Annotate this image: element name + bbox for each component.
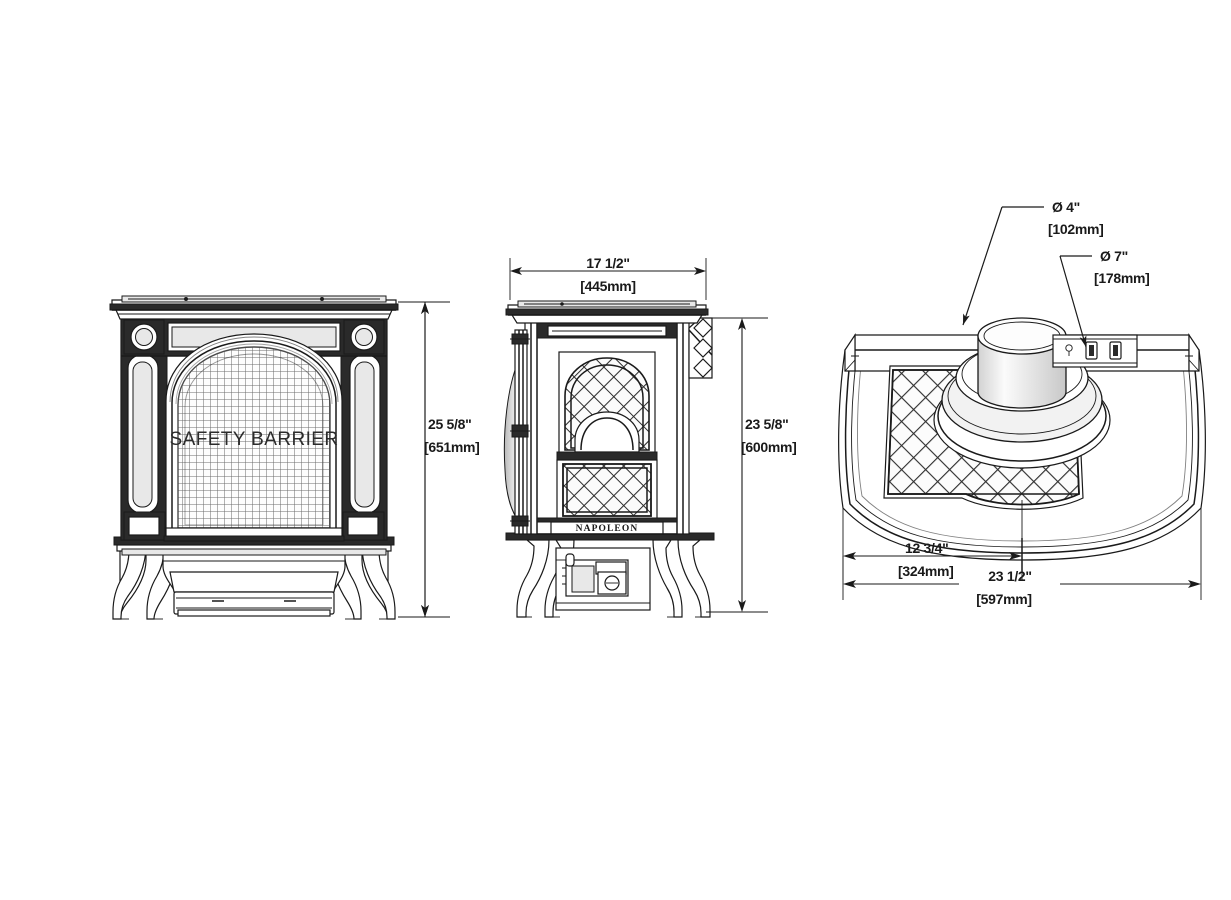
safety-barrier-mesh (177, 346, 331, 529)
top-depth-metric: [324mm] (898, 563, 953, 579)
side-width-dimension: 17 1/2" [445mm] (509, 255, 707, 300)
safety-barrier-text: SAFETY BARRIER (170, 429, 339, 450)
top-flue-collar (933, 317, 1111, 469)
front-elevation-view: SAFETY BARRIER 25 5/8" [651mm] (109, 295, 480, 620)
top-control-panel (1052, 334, 1138, 368)
side-upper-grille (558, 351, 656, 455)
top-depth-imperial: 12 3/4" (905, 540, 948, 556)
front-height-metric: [651mm] (424, 439, 479, 455)
side-lower-grille (556, 459, 658, 521)
inner-flue-leader: Ø 4" [102mm] (962, 199, 1104, 326)
inner-flue-imperial: Ø 4" (1052, 199, 1080, 215)
flue-inner-pipe-4in (977, 335, 1067, 409)
inner-flue-metric: [102mm] (1048, 221, 1103, 237)
front-safety-barrier-panel: SAFETY BARRIER (163, 333, 345, 542)
side-body: NAPOLEON (503, 321, 690, 535)
outer-flue-imperial: Ø 7" (1100, 248, 1128, 264)
front-legs (112, 545, 396, 620)
outer-flue-leader: Ø 7" [178mm] (1059, 248, 1150, 348)
side-open-door (688, 317, 713, 379)
top-plan-view: Ø 4" [102mm] Ø 7" [178mm] 12 3/4" [324mm… (838, 199, 1206, 607)
top-depth-dimension: 12 3/4" [324mm] (842, 500, 1023, 580)
side-burner-assembly (555, 547, 651, 611)
side-top-cap (505, 300, 709, 324)
front-pedestal (162, 552, 346, 617)
front-height-dimension: 25 5/8" [651mm] (398, 301, 480, 618)
side-width-metric: [445mm] (580, 278, 635, 294)
side-height-dimension: 23 5/8" [600mm] (700, 317, 797, 613)
side-width-imperial: 17 1/2" (586, 255, 629, 271)
brand-text: NAPOLEON (576, 524, 639, 534)
front-height-imperial: 25 5/8" (428, 416, 471, 432)
outer-flue-metric: [178mm] (1094, 270, 1149, 286)
front-top-cap (109, 295, 399, 320)
top-width-metric: [597mm] (976, 591, 1031, 607)
side-height-metric: [600mm] (741, 439, 796, 455)
top-width-imperial: 23 1/2" (988, 568, 1031, 584)
side-elevation-view: NAPOLEON 17 1 (503, 255, 797, 618)
side-height-imperial: 23 5/8" (745, 416, 788, 432)
top-width-dimension: 23 1/2" [597mm] (842, 508, 1202, 607)
